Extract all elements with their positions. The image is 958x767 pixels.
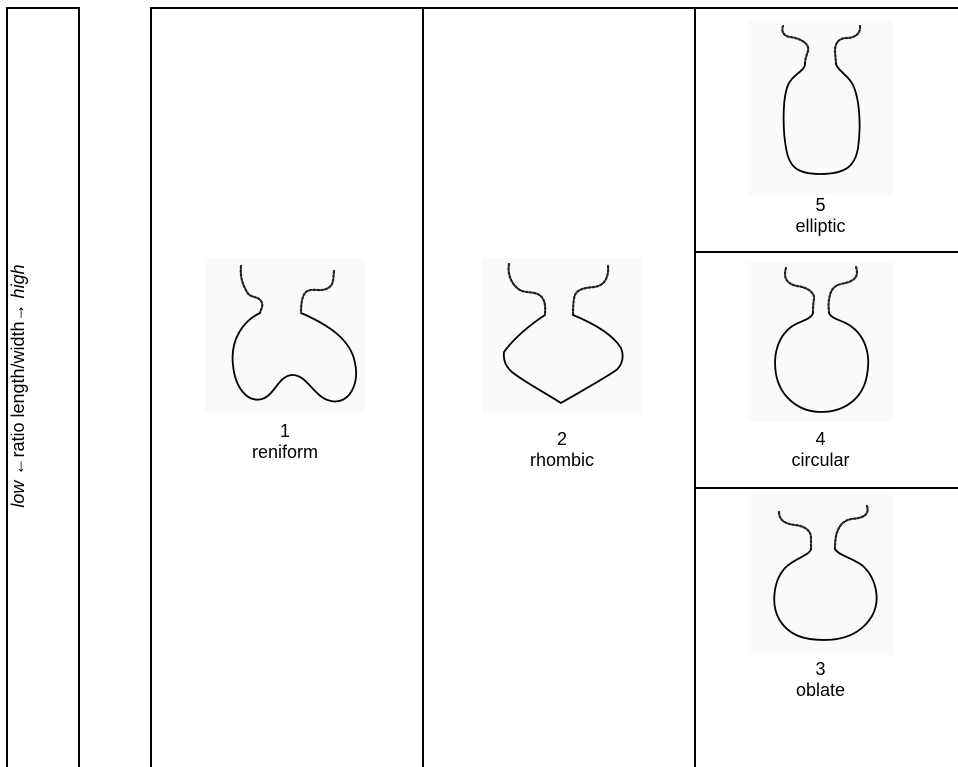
rhombic-column-divider xyxy=(694,7,696,767)
oblate-shape-icon xyxy=(748,495,893,655)
reniform-caption: 1 reniform xyxy=(205,421,365,462)
ratio-axis-label: low ←ratio length/width→ high xyxy=(9,264,27,507)
elliptic-name: elliptic xyxy=(748,216,893,237)
axis-middle-label: ratio length/width xyxy=(8,321,28,457)
elliptic-number: 5 xyxy=(748,195,893,216)
rhombic-caption: 2 rhombic xyxy=(482,429,642,470)
rhombic-shape-svg xyxy=(482,258,642,413)
axis-right-arrow: → xyxy=(8,303,28,321)
reniform-column-divider xyxy=(422,7,424,767)
circular-caption: 4 circular xyxy=(748,429,893,470)
axis-low-label: low xyxy=(8,481,28,508)
rhombic-number: 2 xyxy=(482,429,642,450)
reniform-number: 1 xyxy=(205,421,365,442)
rhombic-name: rhombic xyxy=(482,450,642,471)
reniform-shape-icon xyxy=(205,258,365,413)
circular-name: circular xyxy=(748,450,893,471)
right-column-lower-divider xyxy=(694,487,958,489)
circular-shape-svg xyxy=(748,262,893,422)
axis-column-divider xyxy=(78,7,80,767)
right-column-upper-divider xyxy=(694,251,958,253)
axis-high-label: high xyxy=(8,264,28,298)
oblate-caption: 3 oblate xyxy=(748,659,893,700)
reniform-name: reniform xyxy=(205,442,365,463)
elliptic-shape-svg xyxy=(748,20,893,195)
circular-number: 4 xyxy=(748,429,893,450)
oblate-number: 3 xyxy=(748,659,893,680)
rhombic-shape-icon xyxy=(482,258,642,413)
table-top-border xyxy=(150,7,958,9)
oblate-shape-svg xyxy=(748,495,893,655)
elliptic-shape-icon xyxy=(748,20,893,195)
reniform-shape-svg xyxy=(205,258,365,413)
circular-shape-icon xyxy=(748,262,893,422)
blank-column-divider xyxy=(150,7,152,767)
axis-left-arrow: ← xyxy=(8,458,28,476)
elliptic-caption: 5 elliptic xyxy=(748,195,893,236)
oblate-name: oblate xyxy=(748,680,893,701)
axis-top-border xyxy=(6,7,80,9)
